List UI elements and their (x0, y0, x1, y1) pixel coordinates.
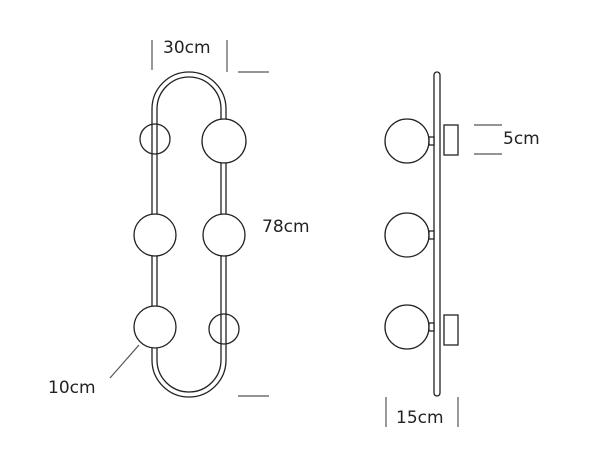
globe-bottom-left (133, 305, 177, 349)
width-dimension-label: 30cm (163, 38, 211, 58)
side-cap-mid (428, 230, 435, 240)
height-dimension-label: 78cm (262, 217, 310, 237)
side-cap-top (428, 136, 435, 146)
base-dimension-label: 5cm (503, 129, 540, 149)
globe-bottom-right (208, 313, 240, 345)
globe-top-right (201, 118, 247, 164)
side-globe-mid (384, 212, 430, 258)
side-globe-top (384, 118, 430, 164)
globe-mid-left (133, 213, 177, 257)
globe-top-left (139, 123, 171, 155)
depth-dimension-label: 15cm (396, 408, 444, 428)
wall-mount-top (443, 124, 459, 156)
side-globe-bottom (384, 304, 430, 350)
front-frame (151, 71, 227, 398)
side-cap-bottom (428, 322, 435, 332)
side-bar (433, 71, 441, 397)
wall-mount-bottom (443, 314, 459, 346)
globe-mid-right (202, 213, 246, 257)
dimension-lines (109, 40, 502, 427)
globe-dimension-label: 10cm (48, 378, 96, 398)
